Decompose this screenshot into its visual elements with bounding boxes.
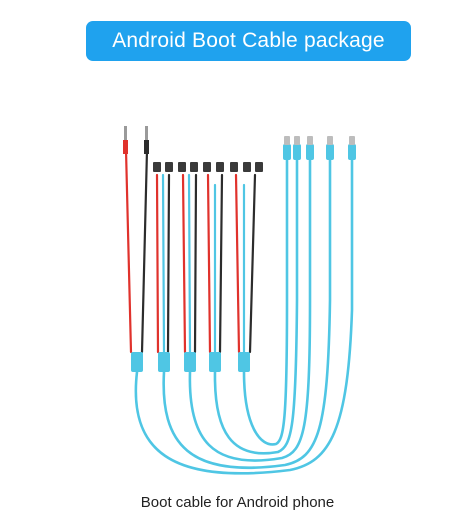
probe-pins [123, 126, 149, 154]
wire-pairs [124, 148, 257, 354]
page-title-badge: Android Boot Cable package [86, 21, 411, 61]
product-caption: Boot cable for Android phone [140, 494, 335, 511]
splitter-blocks [131, 352, 250, 372]
page-title: Android Boot Cable package [112, 29, 385, 52]
usb-connectors [283, 136, 356, 160]
clip-connectors [153, 162, 263, 172]
blue-cables [134, 156, 354, 475]
